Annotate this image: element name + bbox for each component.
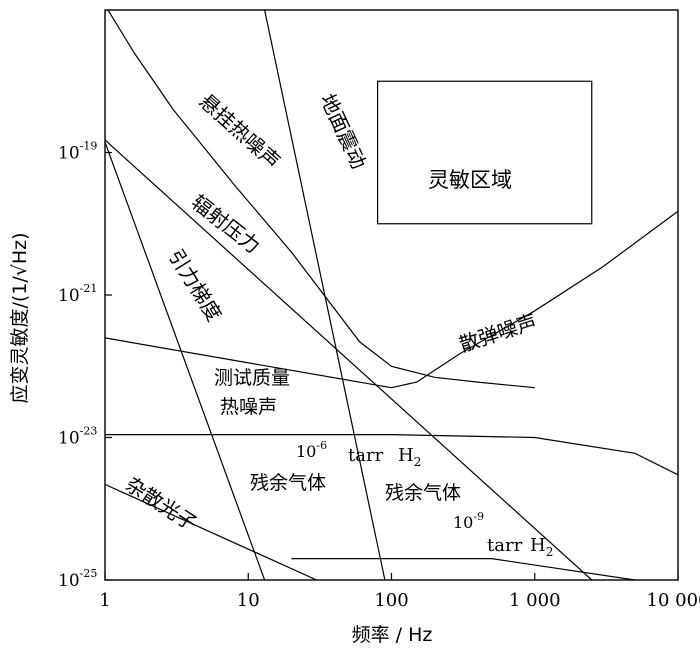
x-tick-label: 1 bbox=[99, 590, 110, 611]
y-tick-label: 10-21 bbox=[58, 282, 97, 306]
curve-6 bbox=[105, 434, 678, 476]
y-axis-ticks: 10-19 10-21 10-23 10-25 bbox=[58, 140, 112, 591]
gas-a-label: 残余气体 bbox=[250, 472, 326, 494]
seismic-noise-label: 地面震动 bbox=[315, 90, 371, 173]
x-tick-label: 1 000 bbox=[509, 590, 561, 611]
sensitive-region-box bbox=[377, 80, 593, 225]
gas-b-label: 残余气体 bbox=[385, 482, 461, 504]
curve-2 bbox=[105, 139, 593, 580]
stray-photons-label: 杂散光子 bbox=[121, 472, 201, 536]
gas-b-unit: tarr bbox=[487, 535, 523, 556]
x-tick-label: 10 000 bbox=[647, 590, 700, 611]
curve-7 bbox=[291, 557, 635, 580]
curve-3 bbox=[105, 141, 266, 580]
gas-a-species: H2 bbox=[398, 445, 421, 469]
y-axis-title: 应变灵敏度/(1/√Hz) bbox=[9, 232, 31, 403]
suspension-thermal-noise-label: 悬挂热噪声 bbox=[195, 89, 285, 174]
curve-5 bbox=[105, 337, 392, 389]
x-tick-label: 100 bbox=[374, 590, 408, 611]
test-mass-label-line1: 测试质量 bbox=[214, 367, 290, 389]
gas-a-unit: tarr bbox=[348, 445, 384, 466]
x-tick-label: 10 bbox=[237, 590, 260, 611]
gas-b-species: H2 bbox=[530, 535, 553, 559]
y-tick-label: 10-23 bbox=[58, 425, 97, 449]
y-tick-label: 10-25 bbox=[58, 567, 97, 591]
curve-4 bbox=[391, 210, 678, 389]
test-mass-label-line2: 热噪声 bbox=[220, 396, 277, 418]
curve-1 bbox=[264, 10, 386, 580]
curve-8 bbox=[105, 483, 317, 580]
gas-a-pressure: 10-6 bbox=[296, 439, 327, 461]
shot-noise-label: 散弹噪声 bbox=[456, 309, 540, 357]
gas-b-pressure: 10-9 bbox=[453, 510, 484, 532]
noise-curves bbox=[105, 10, 678, 580]
gravity-gradient-label: 引力梯度 bbox=[164, 245, 227, 326]
sensitive-region-label: 灵敏区域 bbox=[428, 168, 512, 192]
x-axis-title: 频率 / Hz bbox=[352, 624, 433, 646]
x-axis-ticks: 1 10 100 1 000 10 000 bbox=[99, 573, 700, 611]
y-tick-label: 10-19 bbox=[58, 140, 97, 164]
